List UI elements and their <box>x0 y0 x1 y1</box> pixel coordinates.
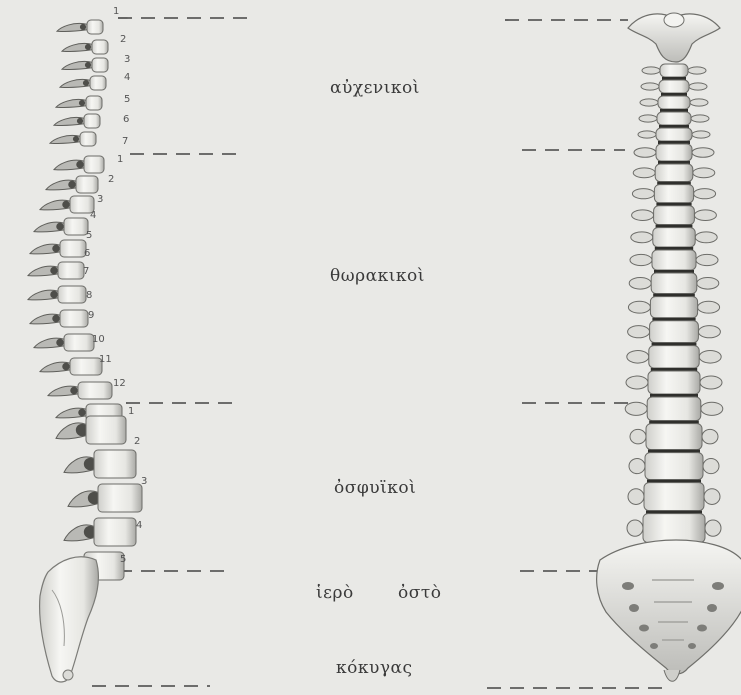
front-vertebra <box>628 321 721 346</box>
lateral-cervical-vertebra <box>62 40 108 54</box>
thoracic-number: 10 <box>92 334 105 345</box>
front-vertebra <box>629 453 719 483</box>
front-vertebra <box>633 164 715 185</box>
lateral-cervical-vertebra <box>50 132 96 146</box>
cervical-number: 6 <box>123 114 129 125</box>
thoracic-number: 2 <box>108 174 114 185</box>
cervical-number: 7 <box>122 136 128 147</box>
thoracic-number: 8 <box>86 290 92 301</box>
lateral-thoracic-vertebra <box>28 286 86 303</box>
cervical-number: 2 <box>120 34 126 45</box>
front-vertebra <box>641 80 707 96</box>
front-vertebra <box>640 96 708 112</box>
front-vertebra <box>630 250 718 273</box>
front-vertebra <box>632 185 715 206</box>
thoracic-number: 7 <box>83 266 89 277</box>
lateral-thoracic-vertebra <box>46 176 98 193</box>
front-vertebra <box>631 228 717 250</box>
thoracic-number: 9 <box>88 310 94 321</box>
front-vertebra <box>630 424 718 453</box>
front-vertebra <box>628 483 720 514</box>
lateral-thoracic-vertebra <box>54 156 104 173</box>
cervical-number: 1 <box>113 6 119 17</box>
label-sacrum-1: ἱερὸ <box>316 583 354 603</box>
cervical-number: 4 <box>124 72 130 83</box>
front-vertebra <box>632 206 717 228</box>
thoracic-number: 11 <box>99 354 112 365</box>
cervical-number: 3 <box>124 54 130 65</box>
front-vertebra <box>634 144 714 164</box>
label-coccyx: κόκυγας <box>336 658 412 678</box>
front-vertebra <box>626 371 722 397</box>
lateral-thoracic-vertebra <box>30 310 88 327</box>
front-vertebra <box>639 112 709 128</box>
lateral-lumbar-vertebra <box>64 518 136 546</box>
lumbar-number: 5 <box>120 554 126 565</box>
cervical-number: 5 <box>124 94 130 105</box>
lateral-thoracic-vertebra <box>48 382 112 399</box>
lateral-thoracic-vertebra <box>34 334 94 351</box>
lateral-thoracic-vertebra <box>30 240 86 257</box>
lumbar-number: 4 <box>136 520 142 531</box>
thoracic-number: 6 <box>84 248 90 259</box>
label-sacrum-2: ὀστὸ <box>398 583 441 603</box>
thoracic-number: 1 <box>117 154 123 165</box>
lateral-sacrum <box>40 557 99 682</box>
lumbar-number: 3 <box>141 476 147 487</box>
thoracic-number: 3 <box>97 194 103 205</box>
front-vertebra <box>638 128 710 144</box>
lumbar-number: 2 <box>134 436 140 447</box>
lateral-thoracic-vertebra <box>28 262 84 279</box>
lateral-cervical-vertebra <box>60 76 106 90</box>
front-vertebra <box>642 64 706 80</box>
thoracic-number: 5 <box>86 230 92 241</box>
lateral-thoracic-vertebra <box>34 218 88 235</box>
boundary-lines <box>92 18 670 688</box>
front-atlas <box>628 13 720 62</box>
front-vertebra <box>629 273 719 297</box>
front-vertebra <box>627 346 721 371</box>
lumbar-number: 1 <box>128 406 134 417</box>
front-sacrum <box>597 540 741 681</box>
front-vertebra <box>625 397 723 424</box>
thoracic-number: 12 <box>113 378 126 389</box>
label-cervical: αὐχενικοὶ <box>330 78 420 98</box>
lateral-lumbar-vertebra <box>64 450 136 478</box>
lateral-lumbar-vertebra <box>68 484 142 512</box>
lateral-thoracic-vertebra <box>40 196 94 213</box>
lateral-cervical-vertebra <box>56 96 102 110</box>
label-lumbar: ὀσφυϊκοὶ <box>334 478 416 498</box>
lateral-cervical-vertebra <box>62 58 108 72</box>
front-spine <box>625 64 723 579</box>
front-vertebra <box>628 297 719 321</box>
lateral-thoracic-vertebra <box>40 358 102 375</box>
lateral-cervical-vertebra <box>57 20 103 34</box>
label-thoracic: θωρακικοὶ <box>330 266 425 286</box>
thoracic-number: 4 <box>90 210 96 221</box>
lateral-cervical-vertebra <box>54 114 100 128</box>
lateral-lumbar-vertebra <box>56 416 126 444</box>
